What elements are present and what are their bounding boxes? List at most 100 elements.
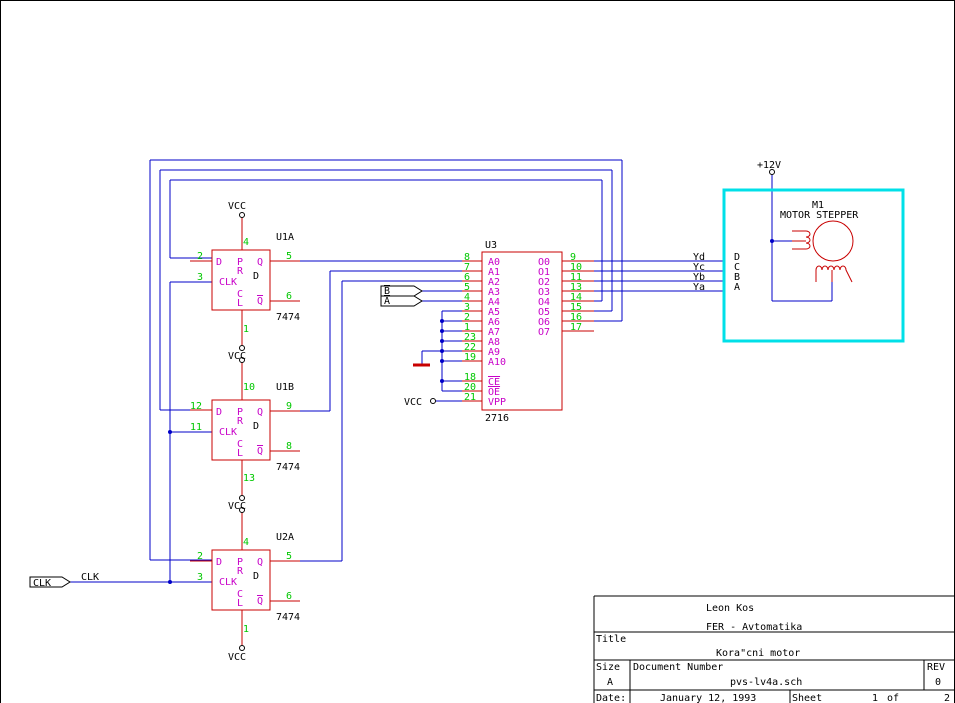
u1b-ref: U1B — [276, 382, 294, 393]
u3-left-pin-name: A8 — [488, 337, 500, 348]
u1b-pin-d: 12 — [190, 401, 202, 412]
motor-rotor-icon — [812, 220, 854, 262]
u1a-lbl-cl2: L — [237, 298, 243, 309]
clk-port: CLK CLK — [29, 572, 99, 589]
u3-right-pin-name: O2 — [538, 277, 550, 288]
tb-title-label: Title — [596, 634, 626, 645]
u3-right-pin-number: 13 — [570, 282, 582, 293]
u3-left-pin-number: 7 — [464, 262, 470, 273]
u2a-lbl-pr1: P — [237, 557, 243, 568]
u2a-pin-q: 5 — [286, 551, 292, 562]
motor-pin-b: B — [734, 272, 740, 283]
u3-right-pin-number: 11 — [570, 272, 582, 283]
u1a-pin-cl: 1 — [243, 324, 249, 335]
motor-pin-c: C — [734, 262, 740, 273]
u1a-pin-q: 5 — [286, 251, 292, 262]
u1b-lbl-cl1: C — [237, 439, 243, 450]
u3-right-pin-number: 15 — [570, 302, 582, 313]
tb-docnum-label: Document Number — [633, 662, 723, 673]
u2a-lbl-pr2: R — [237, 566, 244, 577]
u3-right-pin-number: 17 — [570, 322, 582, 333]
u1a-lbl-d: D — [216, 257, 222, 268]
u1b-lbl-cl2: L — [237, 448, 243, 459]
u1b-lbl-center: D — [253, 421, 259, 432]
tb-org: FER - Avtomatika — [706, 622, 802, 633]
output-net-labels: Yd Yc Yb Ya — [693, 252, 705, 293]
u3-right-pin-number: 10 — [570, 262, 582, 273]
u3-ctrl-pin-number: 20 — [464, 382, 476, 393]
flipflop-u2a: U2A 7474 2 3 4 5 6 1 D CLK P R C L Q Q D — [190, 507, 300, 651]
u3-left-pin-name: A3 — [488, 287, 500, 298]
u3-right-pin-name: O5 — [538, 307, 550, 318]
tb-rev-label: REV — [927, 662, 945, 673]
u3-ctrl-pin-name: VPP — [488, 397, 506, 408]
tb-size-label: Size — [596, 662, 620, 673]
u3-right-pin-name: O7 — [538, 327, 550, 338]
u3-left-pin-number: 23 — [464, 332, 476, 343]
tb-size: A — [607, 677, 613, 688]
u3-left-pin-number: 8 — [464, 252, 470, 263]
u1a-lbl-q: Q — [257, 257, 263, 268]
u3-left-pin-number: 3 — [464, 302, 470, 313]
u1a-lbl-qn: Q — [257, 296, 263, 307]
tb-title: Kora"cni motor — [716, 648, 800, 659]
tb-docnum: pvs-lv4a.sch — [730, 677, 802, 688]
u2a-ref: U2A — [276, 532, 294, 543]
vcc-vpp: VCC — [404, 397, 422, 408]
u3-right-pin-number: 14 — [570, 292, 582, 303]
u1a-pin-qn: 6 — [286, 291, 292, 302]
u3-left-pin-number: 2 — [464, 312, 470, 323]
port-b-label: B — [384, 286, 390, 297]
tb-date: January 12, 1993 — [660, 693, 756, 703]
vcc-u2a-bottom: VCC — [228, 652, 246, 663]
u1a-pin-d: 2 — [197, 251, 203, 262]
motor-ref: M1 — [812, 200, 824, 211]
v12-label: +12V — [757, 160, 781, 171]
input-ports: B A — [380, 285, 423, 307]
motor-pin-d: D — [734, 252, 740, 263]
u3-ref: U3 — [485, 240, 497, 251]
u3-ctrl-pin-name: OE — [488, 387, 500, 398]
u3-left-pin-name: A10 — [488, 357, 506, 368]
vcc-u1a-bottom: VCC — [228, 351, 246, 362]
u2a-pin-qn: 6 — [286, 591, 292, 602]
title-block-text: Leon Kos FER - Avtomatika Title Kora"cni… — [596, 603, 950, 703]
u3-right-pin-number: 9 — [570, 252, 576, 263]
tb-sheet-label: Sheet — [792, 693, 822, 703]
u2a-lbl-center: D — [253, 571, 259, 582]
u1b-pin-qn: 8 — [286, 441, 292, 452]
u3-left-pin-name: A9 — [488, 347, 500, 358]
net-yb: Yb — [693, 272, 705, 283]
u3-ctrl-pin-name: CE — [488, 377, 500, 388]
net-yc: Yc — [693, 262, 705, 273]
vcc-u1a-top: VCC — [228, 201, 246, 212]
u1a-pin-clk: 3 — [197, 272, 203, 283]
u2a-pin-pr: 4 — [243, 537, 249, 548]
motor-coil-bottom-icon — [815, 265, 853, 283]
junction-dots — [168, 239, 774, 584]
u1b-pin-cl: 13 — [243, 473, 255, 484]
u3-left-pin-number: 4 — [464, 292, 470, 303]
u3-right-pin-name: O0 — [538, 257, 550, 268]
u3-left-pin-number: 1 — [464, 322, 470, 333]
u3-right-pin-name: O4 — [538, 297, 550, 308]
vcc-u1b-bottom: VCC — [228, 501, 246, 512]
u2a-lbl-cl2: L — [237, 598, 243, 609]
clk-net-label: CLK — [81, 572, 99, 583]
u3-left-pin-name: A6 — [488, 317, 500, 328]
u2a-part: 7474 — [276, 612, 300, 623]
u3-left-pin-name: A1 — [488, 267, 500, 278]
u3-ctrl-pin-number: 21 — [464, 392, 476, 403]
u1b-lbl-pr2: R — [237, 416, 244, 427]
u1a-lbl-center: D — [253, 271, 259, 282]
u2a-lbl-d: D — [216, 557, 222, 568]
u3-left-pin-name: A0 — [488, 257, 500, 268]
u2a-pin-d: 2 — [197, 551, 203, 562]
u1a-lbl-cl1: C — [237, 289, 243, 300]
u3-right-pin-name: O3 — [538, 287, 550, 298]
u1b-lbl-pr1: P — [237, 407, 243, 418]
tb-sheet: 1 — [872, 693, 878, 703]
